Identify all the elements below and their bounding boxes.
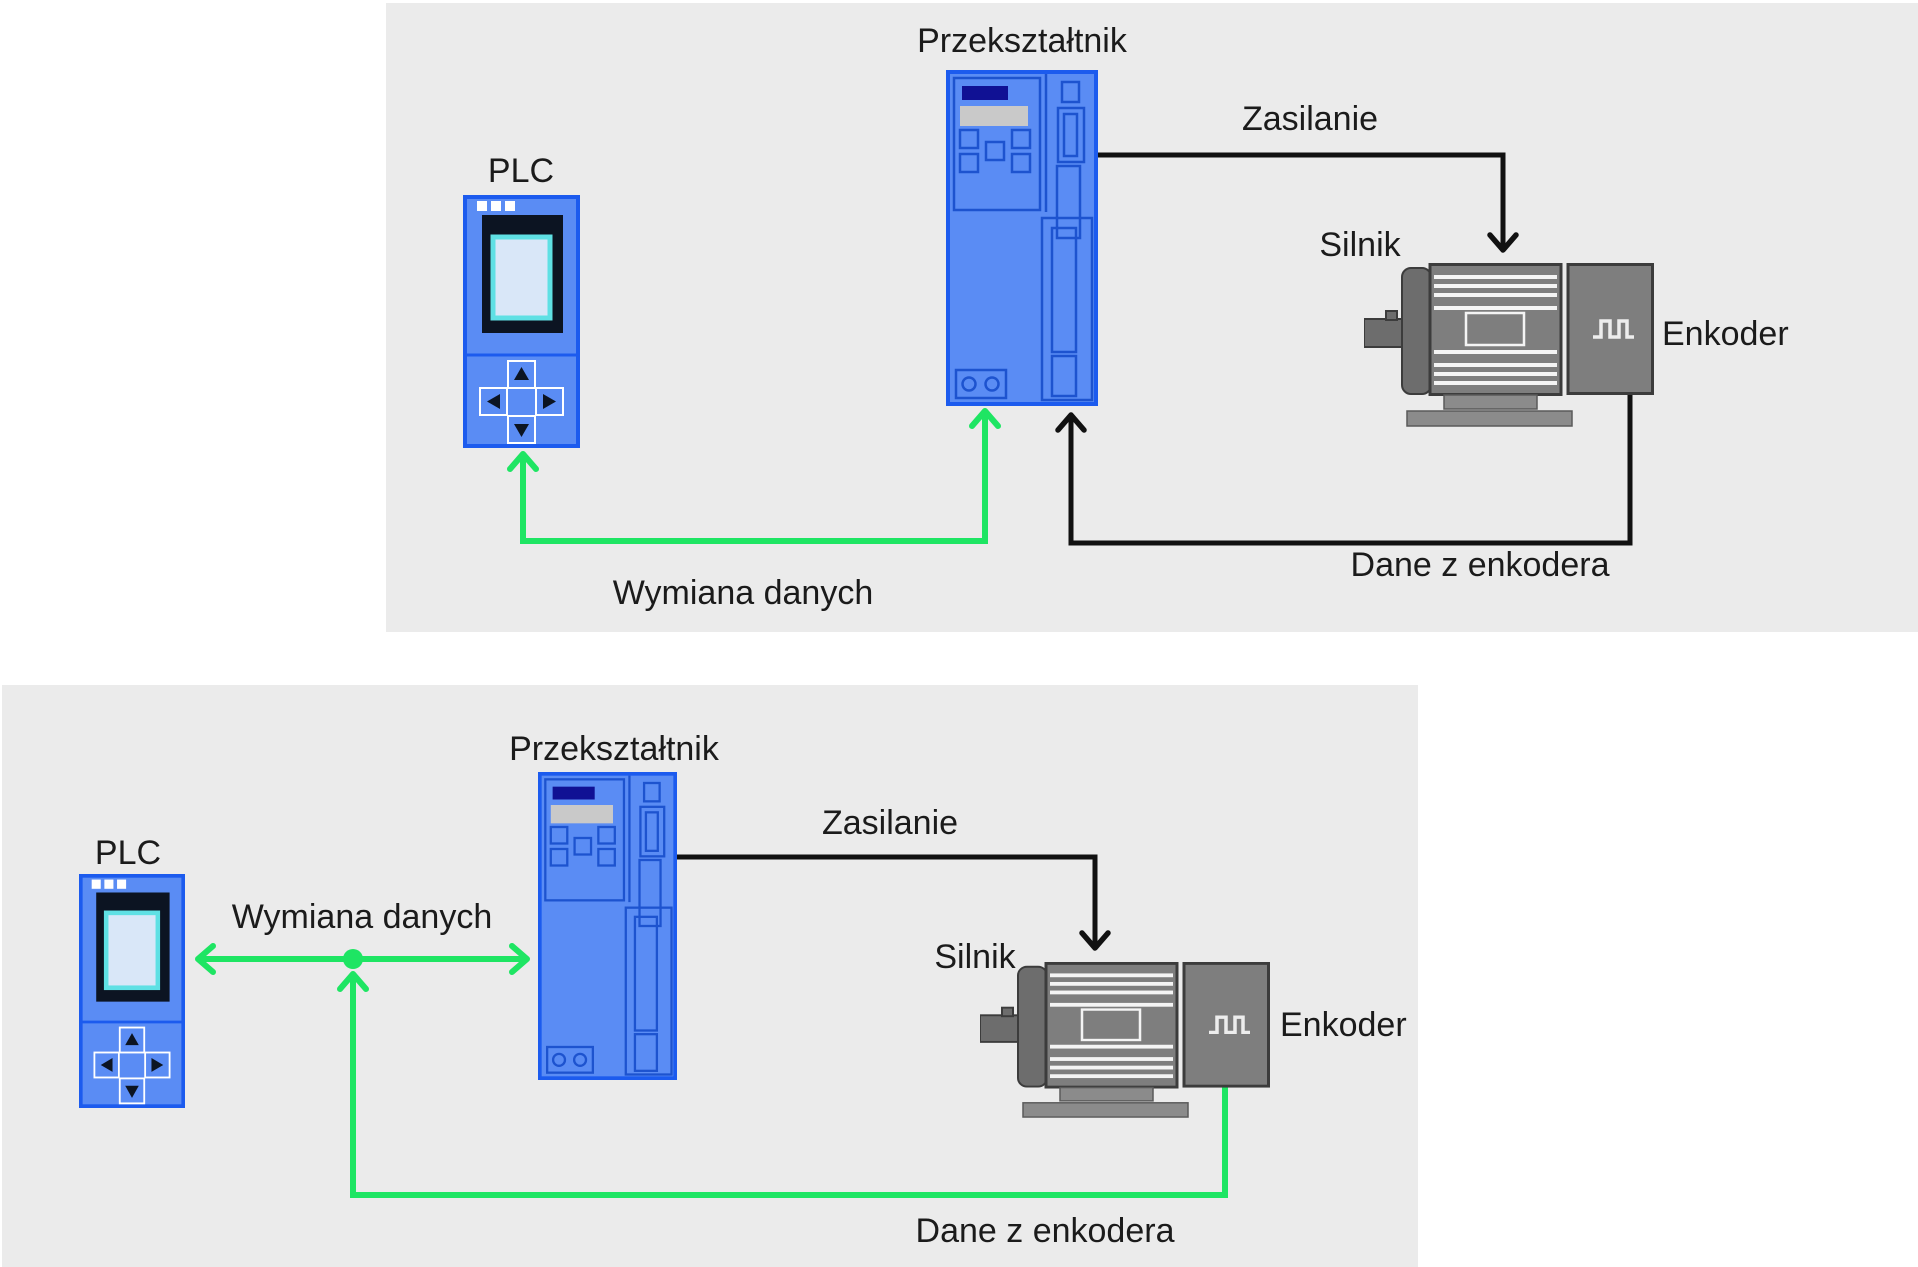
encoder-label: Enkoder <box>1280 1006 1407 1044</box>
converter-device <box>538 772 677 1080</box>
motor-device <box>1364 263 1654 427</box>
pulse-wave-icon <box>1593 319 1634 339</box>
dpad-arrow-up-icon <box>125 1033 139 1046</box>
motor-pedestal <box>1059 1086 1154 1102</box>
motor-fins <box>1434 275 1557 385</box>
encoder-data-label: Dane z enkodera <box>1350 546 1610 584</box>
encoder-label: Enkoder <box>1662 315 1789 353</box>
plc-dpad <box>479 360 564 444</box>
motor-nameplate <box>1464 311 1526 347</box>
converter-label: Przekształtnik <box>509 730 719 768</box>
encoder-device <box>1182 962 1270 1088</box>
motor-device <box>980 962 1270 1118</box>
motor-end-cap <box>1017 965 1048 1088</box>
plc-label: PLC <box>487 152 555 190</box>
motor-label: Silnik <box>1319 226 1401 264</box>
power-label: Zasilanie <box>821 804 959 842</box>
plc-device <box>79 874 185 1108</box>
motor-fins <box>1050 973 1173 1079</box>
converter-terminal-block <box>546 1045 595 1074</box>
motor-shaft <box>1364 310 1405 348</box>
plc-screen <box>103 910 161 991</box>
data-exchange-label: Wymiana danych <box>612 574 874 612</box>
motor-pedestal <box>1443 394 1538 410</box>
pulse-wave-icon <box>1209 1015 1250 1035</box>
plc-device <box>463 195 580 448</box>
dpad-arrow-right-icon <box>543 394 556 409</box>
dpad-arrow-up-icon <box>514 367 529 380</box>
converter-display <box>552 786 595 800</box>
encoder-data-label: Dane z enkodera <box>915 1212 1175 1250</box>
power-label: Zasilanie <box>1241 100 1379 138</box>
converter-terminal-block <box>954 368 1008 400</box>
motor-end-cap <box>1401 267 1432 395</box>
motor-nameplate <box>1080 1008 1142 1042</box>
motor-base <box>1406 410 1573 427</box>
plc-status-leds <box>91 879 127 889</box>
dpad-arrow-down-icon <box>125 1085 139 1098</box>
plc-dpad <box>93 1026 171 1105</box>
plc-status-leds <box>477 201 515 211</box>
motor-shaft <box>980 1006 1021 1043</box>
dpad-arrow-left-icon <box>100 1058 113 1072</box>
motor-base <box>1022 1102 1189 1118</box>
converter-display-bar <box>550 805 613 824</box>
plc-screen <box>490 234 553 321</box>
dpad-arrow-left-icon <box>487 394 500 409</box>
converter-label: Przekształtnik <box>917 22 1127 60</box>
dpad-arrow-right-icon <box>151 1058 164 1072</box>
data-exchange-label: Wymiana danych <box>231 898 493 936</box>
motor-label: Silnik <box>934 938 1016 976</box>
encoder-device <box>1566 263 1654 395</box>
dpad-arrow-down-icon <box>514 424 529 437</box>
plc-label: PLC <box>94 834 162 872</box>
converter-device <box>946 70 1098 406</box>
converter-display <box>962 86 1008 100</box>
converter-display-bar <box>960 106 1028 126</box>
